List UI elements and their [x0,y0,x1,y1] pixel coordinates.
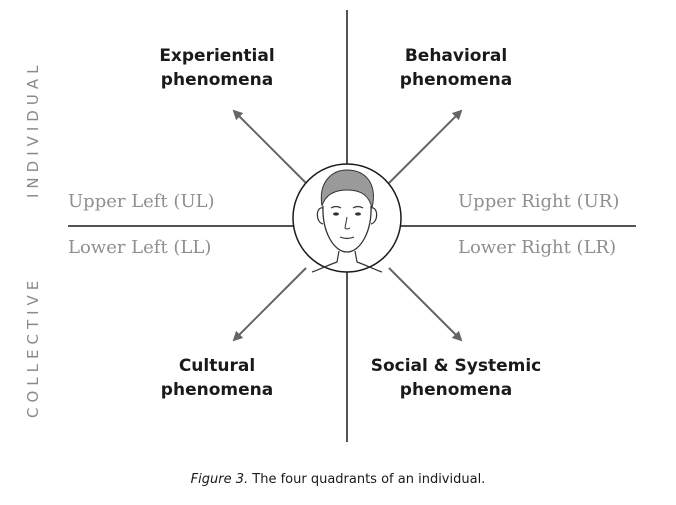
quadrant-title-lower-left: Cultural phenomena [117,354,317,402]
caption-text: The four quadrants of an individual. [248,472,486,487]
quadrant-title-line1: Cultural [178,356,256,376]
quadrant-title-lower-right: Social & Systemic phenomena [356,354,556,402]
arrow-lower-left [232,267,307,342]
arrow-lower-right [388,267,463,342]
arrow-upper-right [388,109,463,184]
quadrant-title-line1: Experiential [159,46,275,66]
quadrant-title-line2: phenomena [160,70,274,90]
side-label-individual: INDIVIDUAL [24,60,42,198]
quadrant-code-lower-right: Lower Right (LR) [458,237,617,258]
figure-caption: Figure 3. The four quadrants of an indiv… [0,472,676,487]
quadrant-code-upper-left: Upper Left (UL) [68,191,215,212]
quadrant-title-upper-right: Behavioral phenomena [356,44,556,92]
quadrant-title-upper-left: Experiential phenomena [117,44,317,92]
figure-label: Figure 3. [190,472,249,487]
face-icon [292,163,402,273]
quadrant-code-upper-right: Upper Right (UR) [458,191,620,212]
quadrant-title-line2: phenomena [399,380,513,400]
quadrant-title-line1: Behavioral [404,46,508,66]
quadrant-title-line2: phenomena [399,70,513,90]
arrow-upper-left [232,109,307,184]
side-label-collective: COLLECTIVE [24,275,42,418]
quadrant-title-line2: phenomena [160,380,274,400]
quadrant-code-lower-left: Lower Left (LL) [68,237,212,258]
quadrant-title-line1: Social & Systemic [370,356,542,376]
